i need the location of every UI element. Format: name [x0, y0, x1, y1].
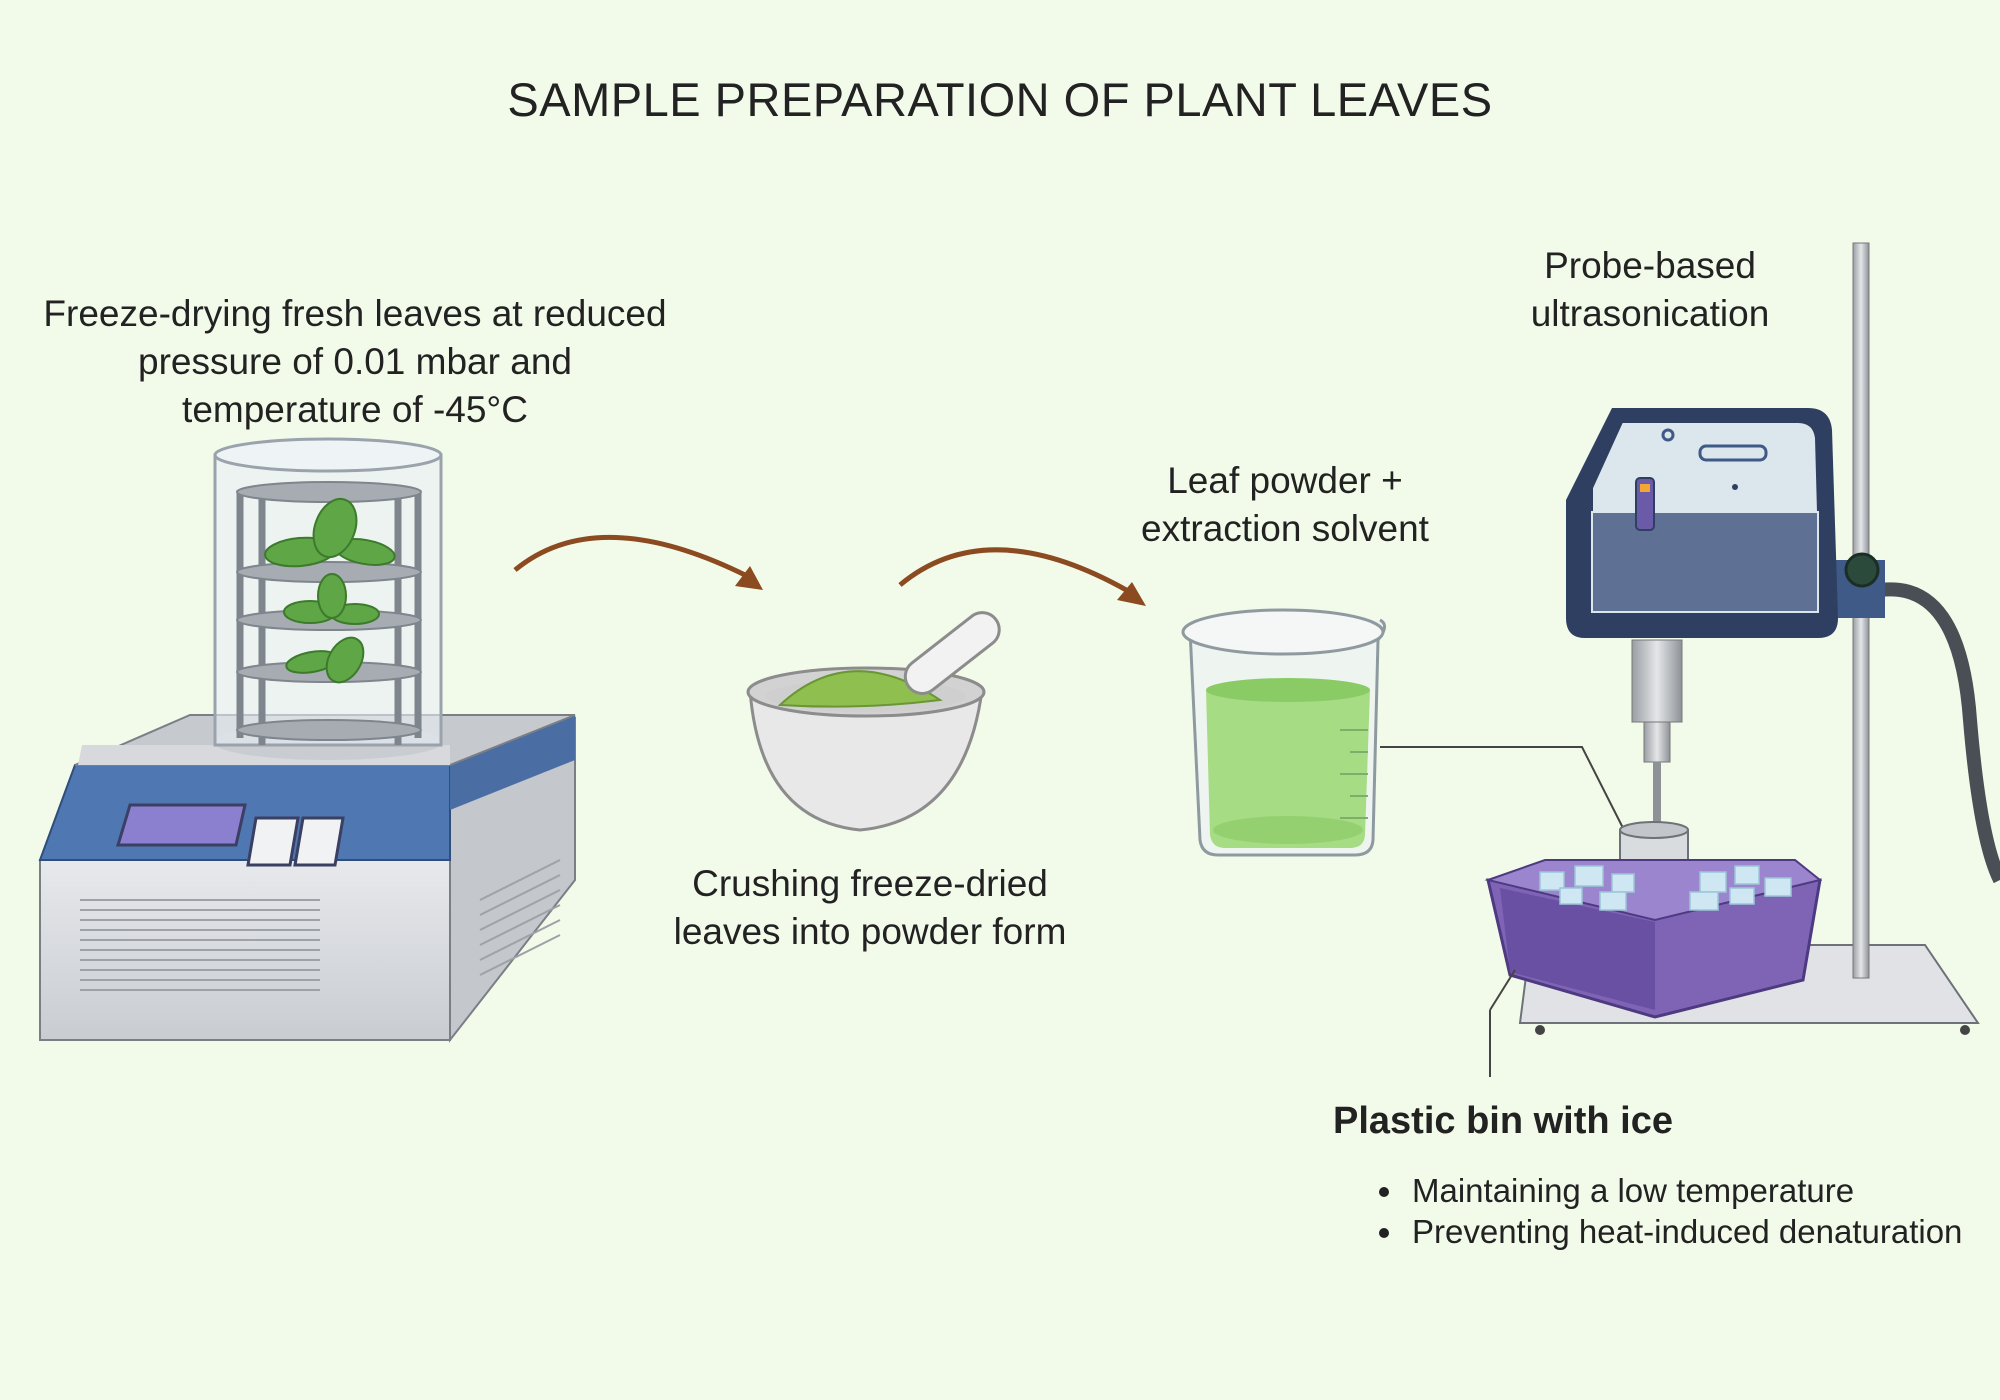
- crushing-label-line: Crushing freeze-dried: [692, 863, 1048, 904]
- mortar-pestle-icon: [746, 611, 1001, 832]
- leaf-powder-label-line: Leaf powder +: [1167, 460, 1403, 501]
- crushing-label: Crushing freeze-dried leaves into powder…: [630, 860, 1110, 956]
- plastic-bin-heading: Plastic bin with ice: [1333, 1100, 1673, 1142]
- curved-arrow-icon: [898, 547, 1146, 606]
- ultrasonication-label-line: ultrasonication: [1530, 293, 1770, 334]
- freeze-drying-label-line: pressure of 0.01 mbar and: [138, 341, 572, 382]
- crushing-label-line: leaves into powder form: [673, 911, 1067, 952]
- bullet-item: Maintaining a low temperature: [1406, 1170, 1962, 1211]
- freeze-drying-label-line: Freeze-drying fresh leaves at reduced: [43, 293, 667, 334]
- page-title: SAMPLE PREPARATION OF PLANT LEAVES: [507, 73, 1493, 126]
- ice-bin-icon: [1484, 859, 1823, 1077]
- freeze-drying-label: Freeze-drying fresh leaves at reduced pr…: [20, 290, 690, 434]
- curved-arrow-icon: [513, 534, 763, 590]
- plastic-bin-bullets: Maintaining a low temperature Preventing…: [1360, 1170, 1962, 1252]
- leaf-powder-label-line: extraction solvent: [1141, 508, 1429, 549]
- ultrasonication-label-line: Probe-based: [1544, 245, 1756, 286]
- bullet-item: Preventing heat-induced denaturation: [1406, 1211, 1962, 1252]
- beaker-icon: [1181, 608, 1625, 857]
- freeze-drying-label-line: temperature of -45°C: [182, 389, 528, 430]
- freeze-dryer-icon: [38, 437, 576, 1043]
- ultrasonication-label: Probe-based ultrasonication: [1480, 242, 1820, 338]
- leaf-powder-label: Leaf powder + extraction solvent: [1110, 457, 1460, 553]
